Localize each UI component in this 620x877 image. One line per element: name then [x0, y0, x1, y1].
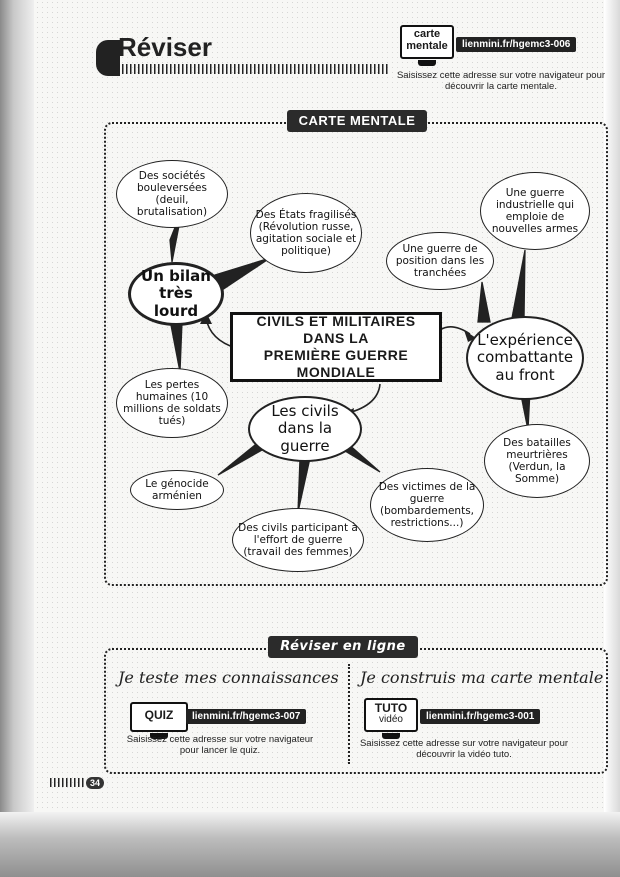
center-theme-box: CIVILS ET MILITAIRES DANS LA PREMIÈRE GU… [230, 312, 442, 382]
center-line1: CIVILS ET MILITAIRES [256, 313, 416, 330]
scan-edge-bottom [0, 812, 620, 877]
mind-map-card-line2: mentale [406, 39, 448, 52]
mind-map-card-line1: carte [413, 28, 441, 40]
node-societes: Des sociétés bouleversées (deuil, brutal… [116, 160, 228, 228]
tuto-heading: Je construis ma carte mentale [360, 668, 604, 687]
tuto-card-line1: TUTO [374, 701, 408, 715]
online-banner: Réviser en ligne [268, 636, 418, 658]
tuto-link[interactable]: lienmini.fr/hgemc3-001 [420, 709, 541, 724]
tuto-card[interactable]: TUTO vidéo [364, 698, 418, 739]
node-effort: Des civils participant à l'effort de gue… [232, 508, 364, 572]
node-pertes: Les pertes humaines (10 millions de sold… [116, 368, 228, 438]
node-batailles: Des batailles meurtrières (Verdun, la So… [484, 424, 590, 498]
page-number: 34 [86, 777, 105, 789]
mind-map-note: Saisissez cette adresse sur votre naviga… [396, 70, 606, 92]
quiz-card[interactable]: QUIZ [130, 702, 188, 739]
title-ruler [118, 64, 388, 74]
mind-map-link[interactable]: lienmini.fr/hgemc3-006 [456, 37, 577, 52]
quiz-card-label: QUIZ [144, 708, 174, 722]
center-line2: DANS LA [303, 330, 369, 347]
node-guerre-industrielle: Une guerre industrielle qui emploie de n… [480, 172, 590, 250]
quiz-link[interactable]: lienmini.fr/hgemc3-007 [186, 709, 307, 724]
connector-bilan-pertes [169, 319, 183, 373]
scan-edge-left [0, 0, 34, 877]
quiz-note: Saisissez cette adresse sur votre naviga… [126, 734, 314, 756]
title-tab [96, 40, 120, 76]
node-genocide: Le génocide arménien [130, 470, 224, 510]
node-etats: Des États fragilisés (Révolution russe, … [250, 193, 362, 273]
node-civils: Les civils dans la guerre [248, 396, 362, 462]
mind-map-card: carte mentale [400, 25, 454, 66]
connector-bilan-etats [214, 257, 271, 291]
node-victimes: Des victimes de la guerre (bombardements… [370, 468, 484, 542]
node-guerre-position: Une guerre de position dans les tranchée… [386, 232, 494, 290]
page-title: Réviser [118, 32, 212, 62]
connector-exp-position [477, 281, 491, 323]
footer-ruler [50, 778, 84, 787]
quiz-heading: Je teste mes connaissances [118, 668, 339, 687]
tuto-card-line2: vidéo [379, 713, 403, 725]
mind-map-banner: CARTE MENTALE [287, 110, 427, 132]
scan-edge-right [604, 0, 620, 877]
center-line3: PREMIÈRE GUERRE MONDIALE [263, 347, 409, 380]
node-bilan: Un bilan très lourd [128, 262, 224, 326]
tuto-note: Saisissez cette adresse sur votre naviga… [359, 738, 569, 760]
connector-civils-effort [297, 457, 311, 513]
online-divider [348, 664, 350, 764]
connector-exp-industrielle [511, 249, 526, 321]
node-experience: L'expérience combattante au front [466, 316, 584, 400]
